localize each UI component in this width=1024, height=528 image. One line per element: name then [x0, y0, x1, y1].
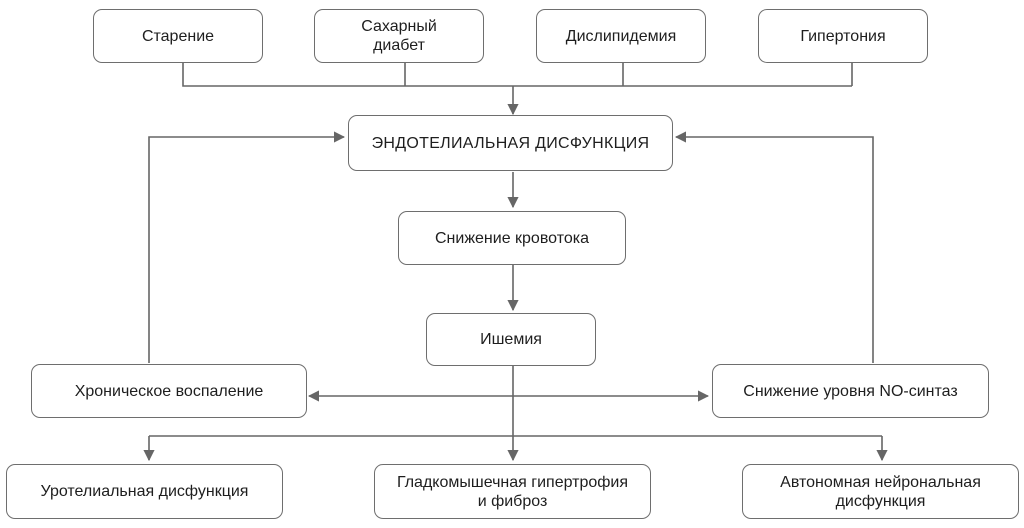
left-chronic-inflammation: Хроническое воспаление	[31, 364, 307, 418]
step1-label: Снижение кровотока	[434, 229, 589, 247]
cause-diabetes: Сахарный диабет	[314, 9, 484, 63]
outcome-autonomic-neuronal: Автономная нейрональная дисфункция	[742, 464, 1019, 519]
right-feedback-label: Снижение уровня NO-синтаз	[743, 382, 958, 400]
central-endothelial-dysfunction: ЭНДОТЕЛИАЛЬНАЯ ДИСФУНКЦИЯ	[348, 115, 673, 171]
cause-hypertension: Гипертония	[758, 9, 928, 63]
cause-diabetes-label: Сахарный диабет	[361, 18, 437, 54]
cause-dyslipidemia-label: Дислипидемия	[565, 27, 677, 45]
outcome-smooth-muscle: Гладкомышечная гипертрофия и фиброз	[374, 464, 651, 519]
step-reduced-blood-flow: Снижение кровотока	[398, 211, 626, 265]
feedback-left	[148, 131, 346, 363]
step2-label: Ишемия	[480, 331, 542, 348]
cause-aging: Старение	[93, 9, 263, 63]
left-feedback-label: Хроническое воспаление	[74, 382, 264, 400]
outcome-urothelial: Уротелиальная дисфункция	[6, 464, 283, 519]
cause-hypertension-label: Гипертония	[800, 27, 886, 45]
central-label: ЭНДОТЕЛИАЛЬНАЯ ДИСФУНКЦИЯ	[371, 134, 650, 152]
cause-dyslipidemia: Дислипидемия	[536, 9, 706, 63]
step-ischemia: Ишемия	[426, 313, 596, 366]
outcome-2-label: Гладкомышечная гипертрофия и фиброз	[396, 473, 629, 510]
outcome-1-label: Уротелиальная дисфункция	[40, 483, 249, 500]
cause-aging-label: Старение	[141, 27, 215, 45]
feedback-right	[674, 131, 874, 363]
connector-causes	[182, 63, 853, 87]
right-no-synthase-reduction: Снижение уровня NO-синтаз	[712, 364, 989, 418]
outcome-3-label: Автономная нейрональная дисфункция	[780, 473, 981, 510]
